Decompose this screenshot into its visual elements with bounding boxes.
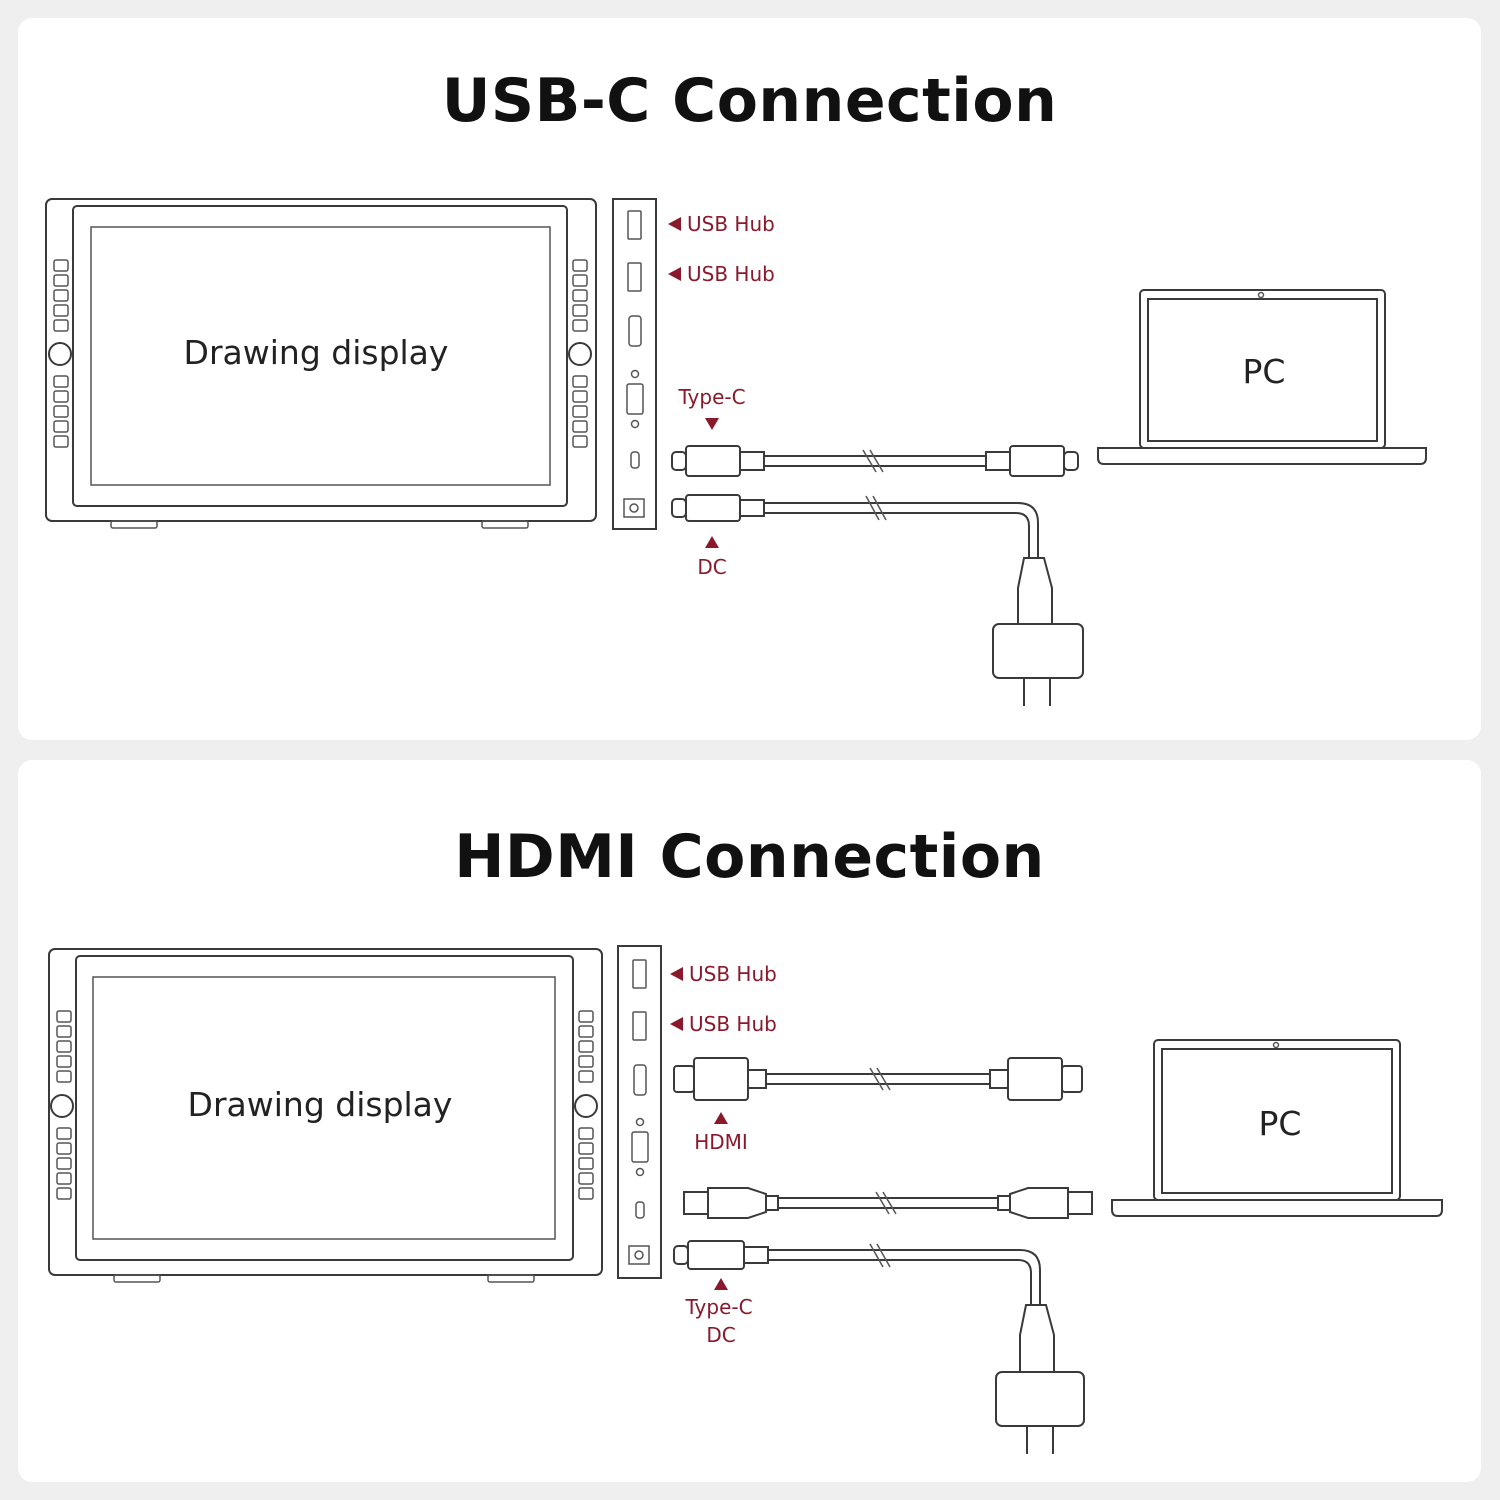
hdmi-cable	[673, 1057, 1083, 1101]
arrow-left-icon	[668, 217, 681, 231]
type-c-dc-cable	[673, 1240, 1085, 1454]
pc-label: PC	[1259, 1104, 1302, 1143]
dc-label: DC	[697, 536, 727, 579]
arrow-left-icon	[668, 267, 681, 281]
usb-hub-label-2: USB Hub	[670, 1012, 777, 1036]
arrow-down-icon	[705, 418, 719, 430]
right-express-keys	[568, 259, 592, 448]
arrow-left-icon	[670, 1017, 683, 1031]
left-express-keys	[50, 1010, 74, 1200]
pc-label: PC	[1243, 352, 1286, 391]
usbc-title: USB-C Connection	[441, 66, 1058, 136]
svg-text:USB Hub: USB Hub	[687, 212, 775, 236]
usb-port-icon	[627, 262, 642, 292]
svg-text:USB Hub: USB Hub	[689, 962, 777, 986]
port-strip	[612, 198, 657, 530]
usb-hub-label-2: USB Hub	[668, 262, 775, 286]
usb-hub-label-1: USB Hub	[668, 212, 775, 236]
dc-port-icon	[623, 498, 645, 518]
display-label: Drawing display	[188, 1085, 453, 1124]
usb-port-icon	[627, 210, 642, 240]
type-c-dc-label: Type-C DC	[684, 1278, 753, 1347]
usb-hub-label-1: USB Hub	[670, 962, 777, 986]
arrow-up-icon	[714, 1112, 728, 1124]
svg-text:DC: DC	[706, 1323, 735, 1347]
usbc-diagram: Drawing display USB Hub USB Hub Type-C	[45, 198, 1427, 706]
svg-text:Type-C: Type-C	[677, 385, 745, 409]
power-adapter	[995, 1371, 1085, 1427]
svg-text:USB Hub: USB Hub	[689, 1012, 777, 1036]
hdmi-label: HDMI	[694, 1112, 748, 1154]
arrow-left-icon	[670, 967, 683, 981]
usb-port-icon	[632, 1011, 647, 1041]
drawing-display: Drawing display	[48, 948, 603, 1283]
port-strip	[617, 945, 662, 1279]
hdmi-connection-panel: HDMI Connection	[18, 760, 1481, 1482]
usbc-connection-panel: USB-C Connection	[18, 18, 1481, 740]
dc-power-cable	[671, 494, 1084, 706]
vga-port-icon	[626, 383, 644, 415]
arrow-up-icon	[705, 536, 719, 548]
hdmi-port-icon	[628, 315, 642, 347]
svg-text:USB Hub: USB Hub	[687, 262, 775, 286]
type-c-port-icon	[635, 1201, 645, 1219]
type-c-label: Type-C	[677, 385, 746, 430]
power-adapter	[992, 623, 1084, 679]
hdmi-port-icon	[633, 1064, 647, 1096]
pc-laptop: PC	[1111, 1039, 1443, 1217]
drawing-display: Drawing display	[45, 198, 597, 529]
usb-cable	[683, 1187, 1093, 1219]
right-express-keys	[574, 1010, 598, 1200]
left-express-keys	[48, 259, 72, 448]
vga-port-icon	[631, 1131, 649, 1163]
arrow-up-icon	[714, 1278, 728, 1290]
dc-port-icon	[628, 1245, 650, 1265]
pc-laptop: PC	[1097, 289, 1427, 465]
display-label: Drawing display	[184, 333, 449, 372]
type-c-port-icon	[630, 451, 640, 469]
svg-text:Type-C: Type-C	[684, 1295, 752, 1319]
svg-text:HDMI: HDMI	[694, 1130, 748, 1154]
hdmi-diagram: Drawing display USB Hub USB Hub HDMI	[48, 945, 1443, 1454]
usb-port-icon	[632, 959, 647, 989]
type-c-cable	[671, 445, 1079, 477]
svg-text:DC: DC	[697, 555, 726, 579]
hdmi-title: HDMI Connection	[454, 822, 1045, 892]
